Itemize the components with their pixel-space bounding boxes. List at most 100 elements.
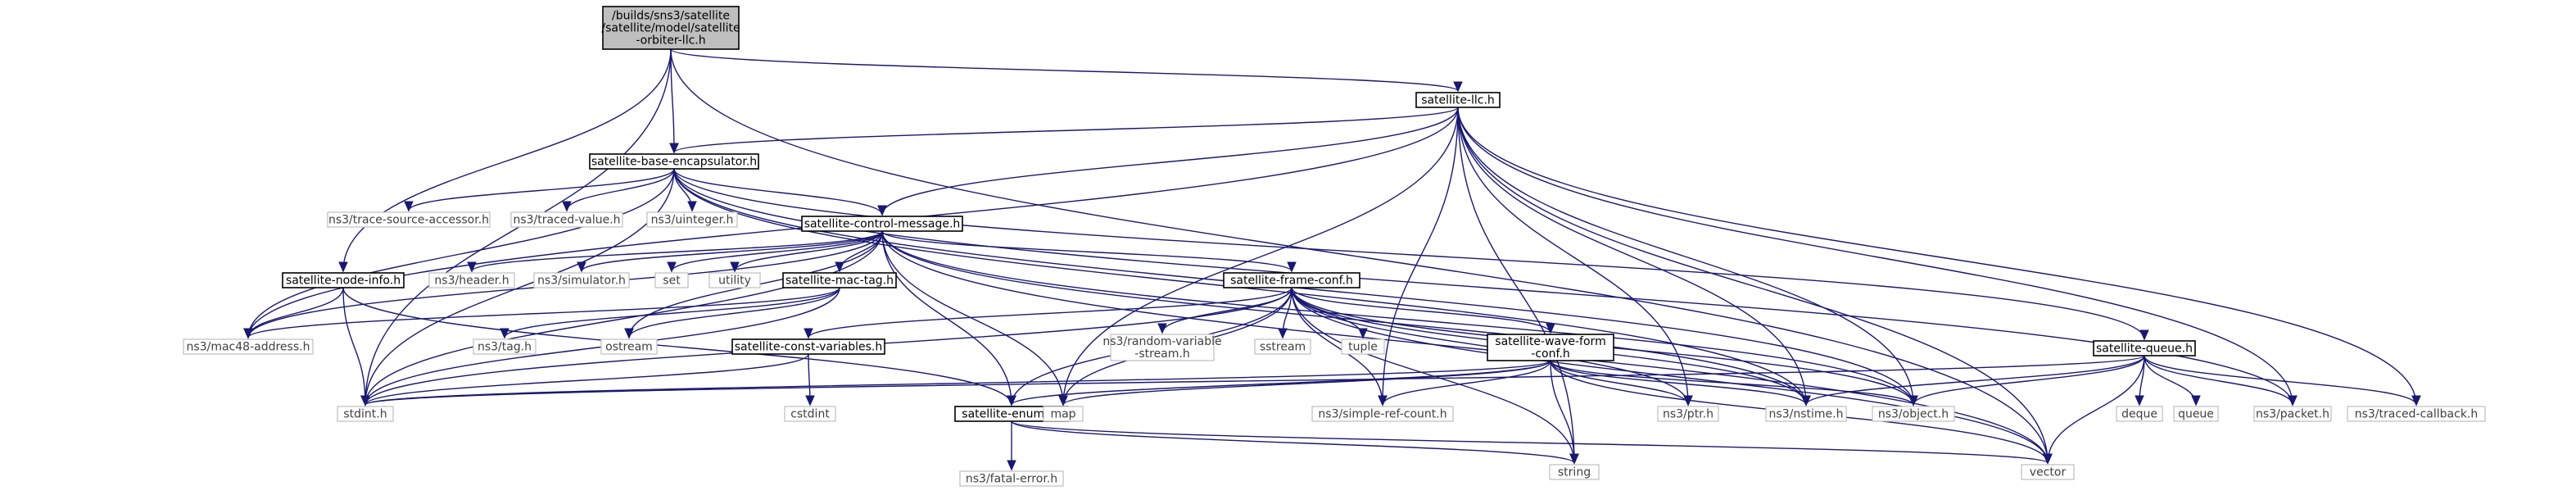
- edge-ctrlmsg-to-frameconf: [881, 230, 1292, 271]
- node-root[interactable]: /builds/sns3/satellite/satellite/model/s…: [601, 6, 740, 50]
- edge-queue-to-tracedcb: [2144, 355, 2416, 405]
- node-sstream: sstream: [1254, 338, 1311, 355]
- node-waveform[interactable]: satellite-wave-form-conf.h: [1487, 334, 1614, 361]
- node-nstime: ns3/nstime.h: [1765, 406, 1847, 422]
- edge-baseenc-to-mac48: [248, 168, 675, 338]
- edge-llc-to-vector: [1457, 107, 2048, 463]
- node-label: ns3/nstime.h: [1769, 408, 1844, 421]
- node-box: [602, 6, 740, 50]
- node-label: sstream: [1260, 341, 1306, 354]
- node-label: map: [1050, 408, 1075, 421]
- edge-queue-to-vector: [2048, 355, 2145, 463]
- node-label: ns3/traced-value.h: [513, 214, 620, 227]
- node-llc[interactable]: satellite-llc.h: [1415, 92, 1501, 108]
- edge-baseenc-to-tracesrc: [409, 168, 675, 211]
- node-box: [784, 406, 836, 422]
- node-header: ns3/header.h: [428, 272, 515, 288]
- node-tracesrc: ns3/trace-source-accessor.h: [327, 211, 491, 228]
- edge-llc-to-packet: [1457, 107, 2293, 405]
- edge-frameconf-to-vector: [1291, 287, 2048, 463]
- node-label: -orbiter-llc.h: [636, 34, 705, 48]
- node-box: [2347, 406, 2486, 422]
- node-box: [959, 470, 1064, 487]
- edge-frameconf-to-simplerefcount: [1291, 287, 1383, 405]
- node-label: /builds/sns3/satellite: [612, 10, 730, 23]
- node-simplerefcount: ns3/simple-ref-count.h: [1311, 406, 1454, 422]
- node-label: set: [663, 275, 681, 288]
- node-label: string: [1558, 466, 1591, 479]
- edge-baseenc-to-tracedval: [567, 168, 675, 211]
- node-label: ns3/trace-source-accessor.h: [328, 214, 489, 227]
- node-box: [2021, 464, 2075, 480]
- edge-waveform-to-simplerefcount: [1383, 360, 1551, 405]
- edge-baseenc-to-packet: [673, 168, 2293, 405]
- node-box: [2253, 406, 2332, 422]
- node-box: [1765, 406, 1847, 422]
- edge-constvars-to-stdint: [365, 353, 809, 405]
- node-ctrlmsg[interactable]: satellite-control-message.h: [801, 216, 963, 232]
- edge-ctrlmsg-to-vector: [881, 230, 2048, 463]
- edge-queue-to-queuestd: [2144, 355, 2196, 405]
- node-label: ns3/packet.h: [2256, 408, 2329, 421]
- edge-llc-to-nstime: [1457, 107, 1806, 405]
- node-stdint: stdint.h: [337, 406, 394, 422]
- node-box: [428, 272, 515, 288]
- node-fatalerror: ns3/fatal-error.h: [959, 470, 1064, 487]
- node-box: [337, 406, 394, 422]
- node-tracedval: ns3/traced-value.h: [510, 211, 623, 228]
- node-label: satellite-frame-conf.h: [1230, 275, 1353, 288]
- node-box: [1043, 406, 1084, 422]
- node-label: ns3/random-variable: [1102, 335, 1221, 348]
- node-box: [473, 338, 536, 355]
- node-simulator: ns3/simulator.h: [533, 272, 630, 288]
- edge-waveform-to-nstime: [1550, 360, 1806, 405]
- edge-llc-to-ptr: [1457, 107, 1688, 405]
- node-label: -conf.h: [1531, 347, 1569, 361]
- node-object: ns3/object.h: [1872, 406, 1955, 422]
- node-enums[interactable]: satellite-enums.h: [954, 406, 1069, 422]
- edge-frameconf-to-waveform: [1291, 287, 1551, 333]
- edge-llc-to-tracedcb: [1457, 107, 2416, 405]
- node-string: string: [1549, 464, 1600, 480]
- node-box: [1487, 334, 1614, 361]
- node-tag: ns3/tag.h: [473, 338, 536, 355]
- node-label: ns3/simulator.h: [537, 275, 626, 288]
- node-nodeinfo[interactable]: satellite-node-info.h: [282, 272, 405, 288]
- node-tuple: tuple: [1341, 338, 1385, 355]
- node-label: ns3/ptr.h: [1663, 408, 1714, 421]
- node-label: satellite-enums.h: [962, 408, 1061, 421]
- node-box: [1415, 92, 1501, 108]
- node-label: satellite-llc.h: [1421, 94, 1495, 107]
- edge-root-to-nodeinfo: [343, 48, 672, 271]
- edge-enums-to-string: [1011, 420, 1574, 463]
- edge-frameconf-to-constvars: [808, 287, 1293, 338]
- edge-ctrlmsg-to-nstime: [881, 230, 1806, 405]
- node-constvars[interactable]: satellite-const-variables.h: [731, 338, 885, 355]
- node-queue[interactable]: satellite-queue.h: [2093, 340, 2196, 356]
- node-label: ns3/traced-callback.h: [2355, 408, 2479, 421]
- node-label: ns3/uinteger.h: [651, 214, 734, 227]
- node-box: [1549, 464, 1600, 480]
- edge-llc-to-string: [1457, 107, 1574, 463]
- edge-constvars-to-cstdint: [808, 353, 810, 405]
- node-label: ns3/fatal-error.h: [966, 473, 1057, 486]
- node-box: [801, 216, 963, 232]
- node-box: [510, 211, 623, 228]
- node-ptr: ns3/ptr.h: [1657, 406, 1719, 422]
- edge-root-to-stdint: [365, 48, 672, 405]
- edge-frameconf-to-randomvar: [1162, 287, 1293, 333]
- node-label: queue: [2178, 408, 2214, 421]
- node-label: vector: [2030, 466, 2067, 479]
- node-baseenc[interactable]: satellite-base-encapsulator.h: [589, 153, 759, 170]
- edge-mactag-to-ostream: [629, 287, 840, 338]
- node-frameconf[interactable]: satellite-frame-conf.h: [1223, 272, 1360, 288]
- edge-baseenc-to-queue: [673, 168, 2144, 339]
- node-label: ns3/tag.h: [478, 341, 532, 354]
- edge-enums-to-vector: [1011, 420, 2048, 463]
- node-deque: deque: [2116, 406, 2163, 422]
- nodes-layer: /builds/sns3/satellite/satellite/model/s…: [183, 6, 2486, 487]
- node-box: [731, 338, 885, 355]
- edge-queue-to-packet: [2144, 355, 2293, 405]
- node-mactag[interactable]: satellite-mac-tag.h: [782, 272, 897, 288]
